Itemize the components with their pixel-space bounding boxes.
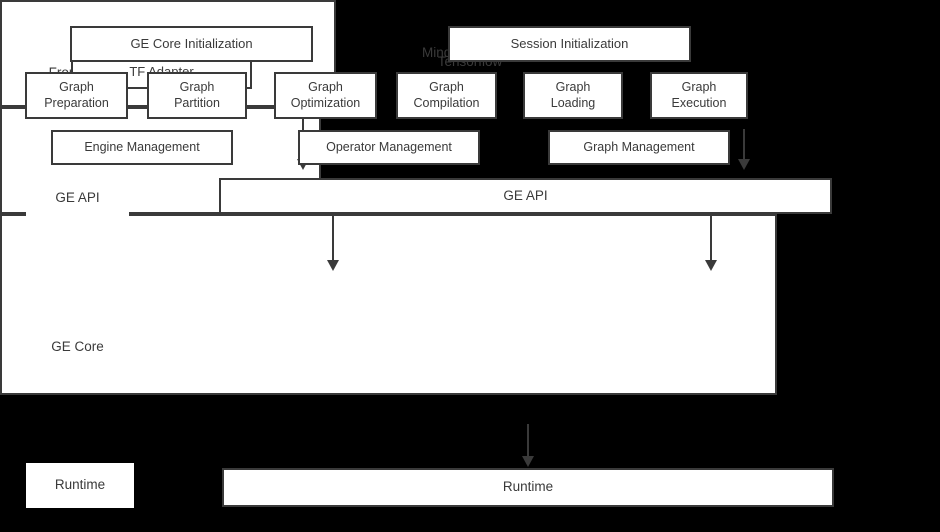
ge-api-bar-label: GE API: [503, 187, 548, 203]
arrow-ge-api-to-ge-core-init-head: [327, 260, 339, 271]
module-graph-execution-label: Graph Execution: [671, 80, 727, 110]
module-graph-compilation-label: Graph Compilation: [413, 80, 480, 110]
module-graph-preparation-label: Graph Preparation: [44, 80, 109, 110]
stage-label-ge-core: GE Core: [26, 324, 129, 370]
management-operator-label: Operator Management: [326, 139, 452, 154]
management-engine: Engine Management: [51, 130, 233, 165]
module-graph-optimization: Graph Optimization: [274, 72, 377, 119]
arrow-ge-core-to-runtime-line: [527, 424, 529, 458]
arrow-mindexpression-to-ge-api-line: [743, 129, 745, 161]
arrow-ge-core-to-runtime-head: [522, 456, 534, 467]
module-graph-loading: Graph Loading: [523, 72, 623, 119]
ge-core-initialization-box: GE Core Initialization: [70, 26, 313, 62]
stage-label-ge-api: GE API: [26, 176, 129, 220]
ge-core-container: GE Core Initialization Session Initializ…: [0, 26, 777, 395]
stage-label-runtime-text: Runtime: [54, 477, 106, 493]
session-initialization-label: Session Initialization: [510, 36, 629, 52]
runtime-bar-label: Runtime: [502, 479, 554, 495]
module-graph-compilation: Graph Compilation: [396, 72, 497, 119]
module-graph-preparation: Graph Preparation: [25, 72, 128, 119]
module-graph-partition-label: Graph Partition: [174, 80, 220, 110]
session-initialization-box: Session Initialization: [448, 26, 691, 62]
arrow-ge-api-to-session-init-head: [705, 260, 717, 271]
module-graph-optimization-label: Graph Optimization: [290, 80, 361, 110]
management-operator: Operator Management: [298, 130, 480, 165]
management-graph-label: Graph Management: [583, 139, 695, 154]
management-graph: Graph Management: [548, 130, 730, 165]
stage-label-runtime: Runtime: [26, 463, 134, 508]
ge-core-initialization-label: GE Core Initialization: [130, 36, 253, 52]
module-graph-loading-label: Graph Loading: [550, 80, 596, 110]
runtime-bar: Runtime: [222, 468, 834, 507]
module-graph-execution: Graph Execution: [650, 72, 748, 119]
module-graph-partition: Graph Partition: [147, 72, 247, 119]
management-engine-label: Engine Management: [84, 139, 200, 154]
stage-label-ge-api-text: GE API: [55, 189, 100, 205]
arrow-ge-api-to-session-init-line: [710, 214, 712, 262]
stage-label-ge-core-text: GE Core: [51, 338, 104, 354]
ge-api-bar: GE API: [219, 178, 832, 214]
arrow-mindexpression-to-ge-api-head: [738, 159, 750, 170]
arrow-ge-api-to-ge-core-init-line: [332, 214, 334, 262]
